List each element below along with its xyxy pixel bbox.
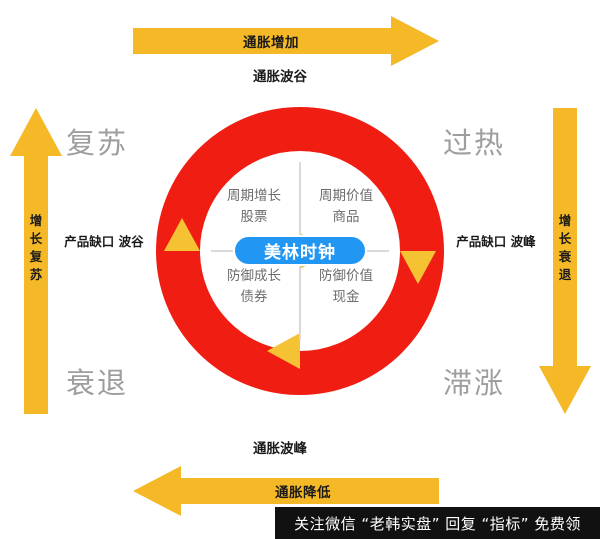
inflation-decrease-arrow: 通胀降低 [133, 466, 439, 516]
inflation-increase-label: 通胀增加 [243, 35, 299, 51]
growth-recovery-char-0: 增 [29, 213, 43, 228]
quadrant-title-overheat: 过热 [443, 126, 506, 160]
output-gap-peak-line-1: 波峰 [510, 234, 536, 249]
quadrant-title-recovery: 复苏 [66, 126, 129, 160]
inner-quadrant-cyclical-growth: 周期增长 股票 [217, 186, 291, 228]
inflation-decrease-label: 通胀降低 [275, 485, 331, 501]
growth-recession-char-0: 增 [558, 213, 572, 228]
inner-tl-line-0: 周期增长 [227, 188, 281, 204]
output-gap-trough-line-0: 产品缺口 [64, 234, 115, 249]
inner-quadrant-defensive-growth: 防御成长 债券 [217, 266, 291, 308]
ring-marker-bottom-shape [267, 333, 300, 369]
inner-quadrant-defensive-value: 防御价值 现金 [309, 266, 383, 308]
inner-br-line-0: 防御价值 [319, 268, 373, 284]
quadrant-title-recession: 衰退 [66, 366, 129, 400]
growth-recovery-arrow: 增 长 复 苏 [2, 108, 70, 414]
investment-clock-ring: 周期增长 股票 周期价值 商品 防御成长 债券 防御价值 现金 美林时钟 [155, 106, 445, 396]
inner-tr-line-1: 商品 [332, 208, 360, 225]
inflation-peak-label: 通胀波峰 [253, 441, 307, 457]
inner-tl-line-1: 股票 [240, 208, 268, 225]
growth-recovery-label: 增 长 复 苏 [2, 212, 70, 285]
ring-marker-right-shape [400, 251, 436, 284]
watermark-bar: 关注微信 “老韩实盘” 回复 “指标” 免费领 [275, 507, 600, 539]
inner-quadrant-cyclical-value: 周期价值 商品 [309, 186, 383, 228]
growth-recovery-char-1: 长 [29, 231, 43, 247]
inflation-increase-arrow: 通胀增加 [133, 16, 439, 66]
growth-recession-label: 增 长 衰 退 [531, 212, 599, 285]
output-gap-trough-line-1: 波谷 [118, 234, 144, 249]
ring-marker-left-shape [164, 218, 200, 251]
inner-bl-line-0: 防御成长 [227, 268, 281, 284]
growth-recession-char-1: 长 [558, 231, 572, 247]
growth-recovery-char-3: 苏 [29, 267, 43, 283]
growth-recovery-char-2: 复 [29, 249, 43, 265]
growth-recession-arrow: 增 长 衰 退 [531, 108, 599, 414]
quadrant-title-stagflation: 滞涨 [443, 366, 506, 400]
inner-bl-line-1: 债券 [240, 288, 268, 305]
clock-title-badge: 美林时钟 [235, 237, 365, 264]
growth-recession-char-2: 衰 [558, 249, 572, 265]
output-gap-trough-note: 产品缺口 波谷 [63, 233, 145, 252]
inner-br-line-1: 现金 [332, 288, 360, 305]
output-gap-peak-note: 产品缺口 波峰 [455, 233, 537, 252]
watermark-text: 关注微信 “老韩实盘” 回复 “指标” 免费领 [294, 514, 581, 533]
inner-tr-line-0: 周期价值 [319, 188, 373, 204]
growth-recession-char-3: 退 [558, 267, 572, 283]
inflation-trough-label: 通胀波谷 [253, 69, 307, 85]
output-gap-peak-line-0: 产品缺口 [456, 234, 507, 249]
